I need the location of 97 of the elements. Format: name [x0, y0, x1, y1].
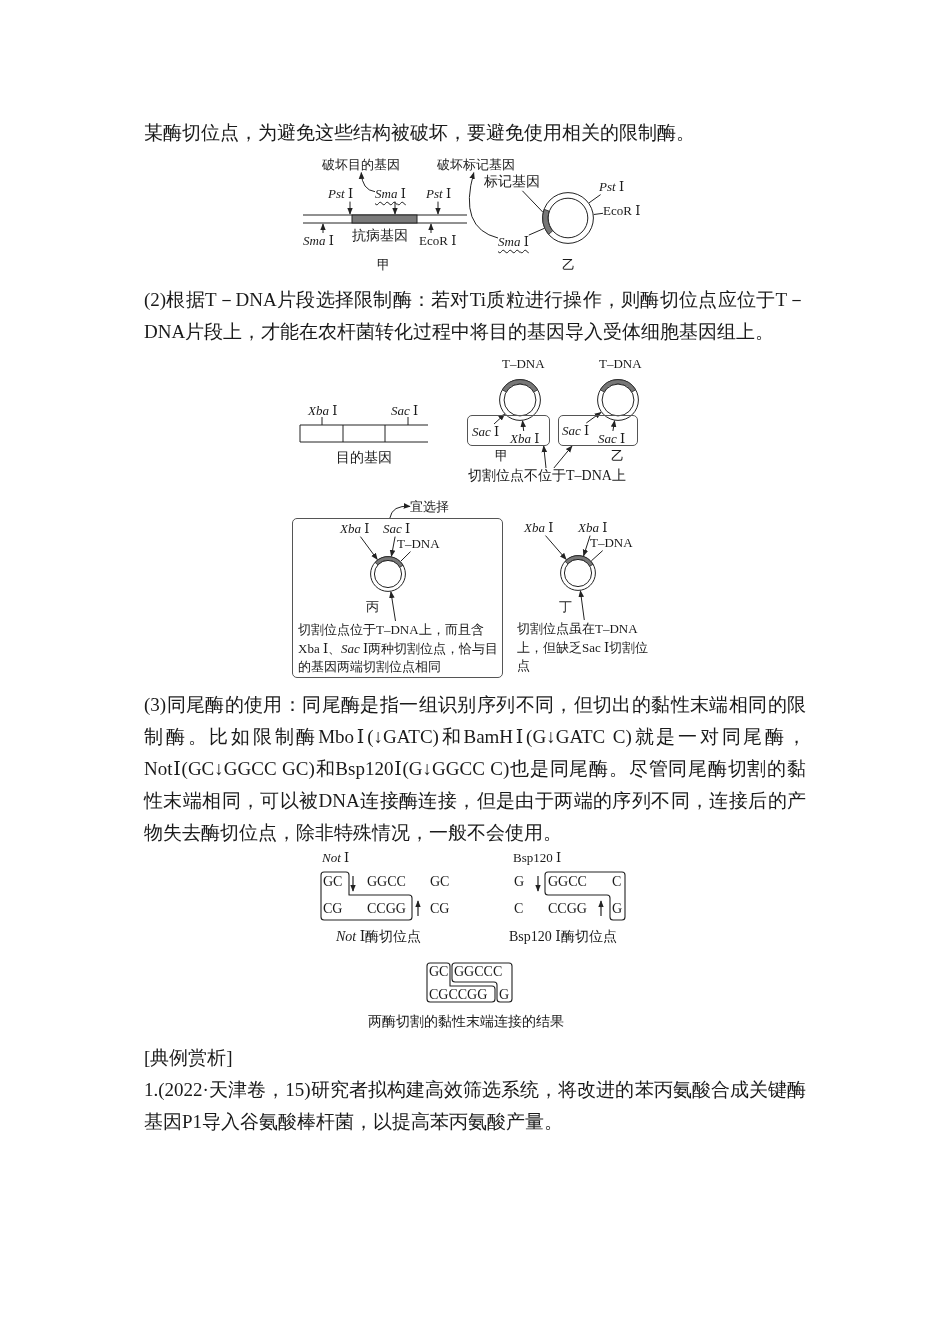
paragraph-text: 1.(2022·天津卷，15)研究者拟构建高效筛选系统，将改进的苯丙氨酸合成关键酶基因P1导入谷氨酸棒杆菌，以提高苯丙氨酸产量。: [144, 1078, 806, 1134]
sequence-text: CGCCGG: [429, 987, 488, 1004]
plasmid-ring: [560, 555, 596, 591]
gene-label: 标记基因: [484, 174, 540, 191]
leader-line: [528, 227, 545, 236]
sequence-text: GC: [430, 874, 450, 891]
sequence-text: C: [514, 901, 524, 918]
leader-line: [521, 190, 544, 213]
sequence-text: CG: [430, 901, 450, 918]
enzyme-label: Xba Ⅰ: [510, 431, 540, 447]
enzyme-label: Bsp120 Ⅰ: [513, 850, 562, 866]
plasmid-ring: [597, 379, 639, 421]
sequence-text: GC: [429, 964, 449, 981]
figure-caption: Bsp120 Ⅰ酶切位点: [509, 929, 617, 946]
enzyme-label: Xba Ⅰ: [340, 521, 370, 537]
panel-label: 甲: [495, 448, 508, 464]
enzyme-label: EcoR Ⅰ: [603, 203, 641, 219]
sequence-text: C: [612, 874, 622, 891]
description-text: 切割位点虽在T–DNA上，但缺乏Sac Ⅰ切割位点: [517, 620, 659, 676]
panel-label: 丙: [366, 599, 379, 615]
section-heading: [典例赏析]: [144, 1046, 234, 1070]
arrow: [320, 223, 326, 234]
enzyme-label: Not Ⅰ: [322, 850, 350, 866]
leader-line: [590, 550, 604, 562]
enzyme-label: Sma Ⅰ: [498, 234, 529, 250]
sequence-text: G: [612, 901, 623, 918]
arrow: [468, 171, 499, 239]
arrow: [389, 503, 411, 519]
sequence-text: G: [514, 874, 525, 891]
paragraph-text: 某酶切位点，为避免这些结构被破坏，要避免使用相关的限制酶。: [144, 121, 696, 145]
annotation-text: 切割位点不位于T–DNA上: [468, 468, 626, 485]
enzyme-label: Sma Ⅰ: [303, 233, 334, 249]
panel-label: 甲: [377, 257, 390, 273]
arrow: [553, 445, 573, 469]
figure-caption: Not Ⅰ酶切位点: [336, 929, 422, 946]
enzyme-label: Sac Ⅰ: [598, 431, 626, 447]
enzyme-label: Sac Ⅰ: [562, 423, 590, 439]
gene-label: 抗病基因: [352, 228, 408, 245]
arrow: [578, 590, 585, 621]
arrow: [435, 201, 441, 215]
region-label: T–DNA: [599, 356, 642, 372]
arrow: [585, 411, 602, 424]
arrow: [493, 413, 506, 425]
paragraph-text: (3)同尾酶的使用：同尾酶是指一组识别序列不同，但切出的黏性末端相同的限制酶。比如限制酶MboⅠ(↓GATC)和BamHⅠ(G↓GATC C)就是一对同尾酶，NotⅠ(GC↓GGCC GC)和Bsp120Ⅰ(G↓GGCC C)也是同尾酶。尽管同尾酶切割的黏性末端相同，可以被DNA连接酶连接，但是由于两端的序列不同，连接后的产物失去酶切位点，除非特殊情况，一般不会使用。: [144, 693, 806, 845]
region-label: T–DNA: [502, 356, 545, 372]
figure-caption: 两酶切割的黏性末端连接的结果: [368, 1014, 564, 1031]
plasmid-ring: [370, 556, 406, 592]
panel-label: 乙: [562, 257, 575, 273]
dna-strand: [303, 214, 467, 224]
enzyme-label: Xba Ⅰ: [524, 520, 554, 536]
enzyme-label: Xba Ⅰ: [308, 403, 338, 419]
arrow: [359, 536, 378, 561]
region-label: T–DNA: [397, 536, 440, 552]
sequence-text: CG: [323, 901, 343, 918]
arrow: [428, 223, 434, 234]
paragraph-text: (2)根据T－DNA片段选择限制酶：若对Ti质粒进行操作，则酶切位点应位于T－DNA片段上，才能在农杆菌转化过程中将目的基因导入受体细胞基因组上。: [144, 288, 806, 344]
arrow: [582, 535, 591, 557]
sequence-text: GGCC: [367, 874, 406, 891]
enzyme-label: Sma Ⅰ: [375, 186, 406, 202]
option-frame: [292, 518, 503, 678]
enzyme-label: EcoR Ⅰ: [419, 233, 457, 249]
leader-line: [593, 212, 604, 215]
leader-line: [588, 194, 602, 204]
arrow: [392, 201, 398, 215]
description-text: 切割位点位于T–DNA上，而且含Xba Ⅰ、Sac Ⅰ两种切割位点，恰与目的基因两端切割位点相同: [298, 621, 502, 677]
arrow: [389, 536, 396, 557]
panel-label: 丁: [559, 599, 572, 615]
enzyme-label: Pst Ⅰ: [426, 186, 451, 202]
arrow: [545, 535, 567, 560]
arrow: [610, 420, 617, 432]
annotation-text: 破坏目的基因: [322, 157, 400, 173]
arrow: [389, 591, 396, 622]
arrow: [541, 445, 548, 469]
enzyme-label: Sac Ⅰ: [472, 424, 500, 440]
site-box: [558, 415, 638, 446]
enzyme-label: Xba Ⅰ: [578, 520, 608, 536]
arrow: [520, 420, 526, 432]
enzyme-label: Pst Ⅰ: [599, 179, 624, 195]
sequence-text: CCGG: [367, 901, 406, 918]
sequence-text: GGCC: [548, 874, 587, 891]
arrow: [347, 201, 353, 215]
region-label: T–DNA: [590, 535, 633, 551]
plasmid-ring: [542, 192, 594, 244]
arrow: [358, 171, 376, 193]
gene-label: 目的基因: [336, 450, 392, 467]
enzyme-label: Sac Ⅰ: [391, 403, 419, 419]
sequence-text: G: [499, 987, 510, 1004]
sequence-text: GC: [323, 874, 343, 891]
annotation-text: 破坏标记基因: [437, 157, 515, 173]
sequence-text: GGCCC: [454, 964, 503, 981]
sequence-text: CCGG: [548, 901, 587, 918]
annotation-text: 宜选择: [410, 499, 449, 515]
panel-label: 乙: [611, 448, 624, 464]
enzyme-label: Pst Ⅰ: [328, 186, 353, 202]
plasmid-ring: [499, 379, 541, 421]
site-box: [467, 415, 550, 446]
enzyme-label: Sac Ⅰ: [383, 521, 411, 537]
